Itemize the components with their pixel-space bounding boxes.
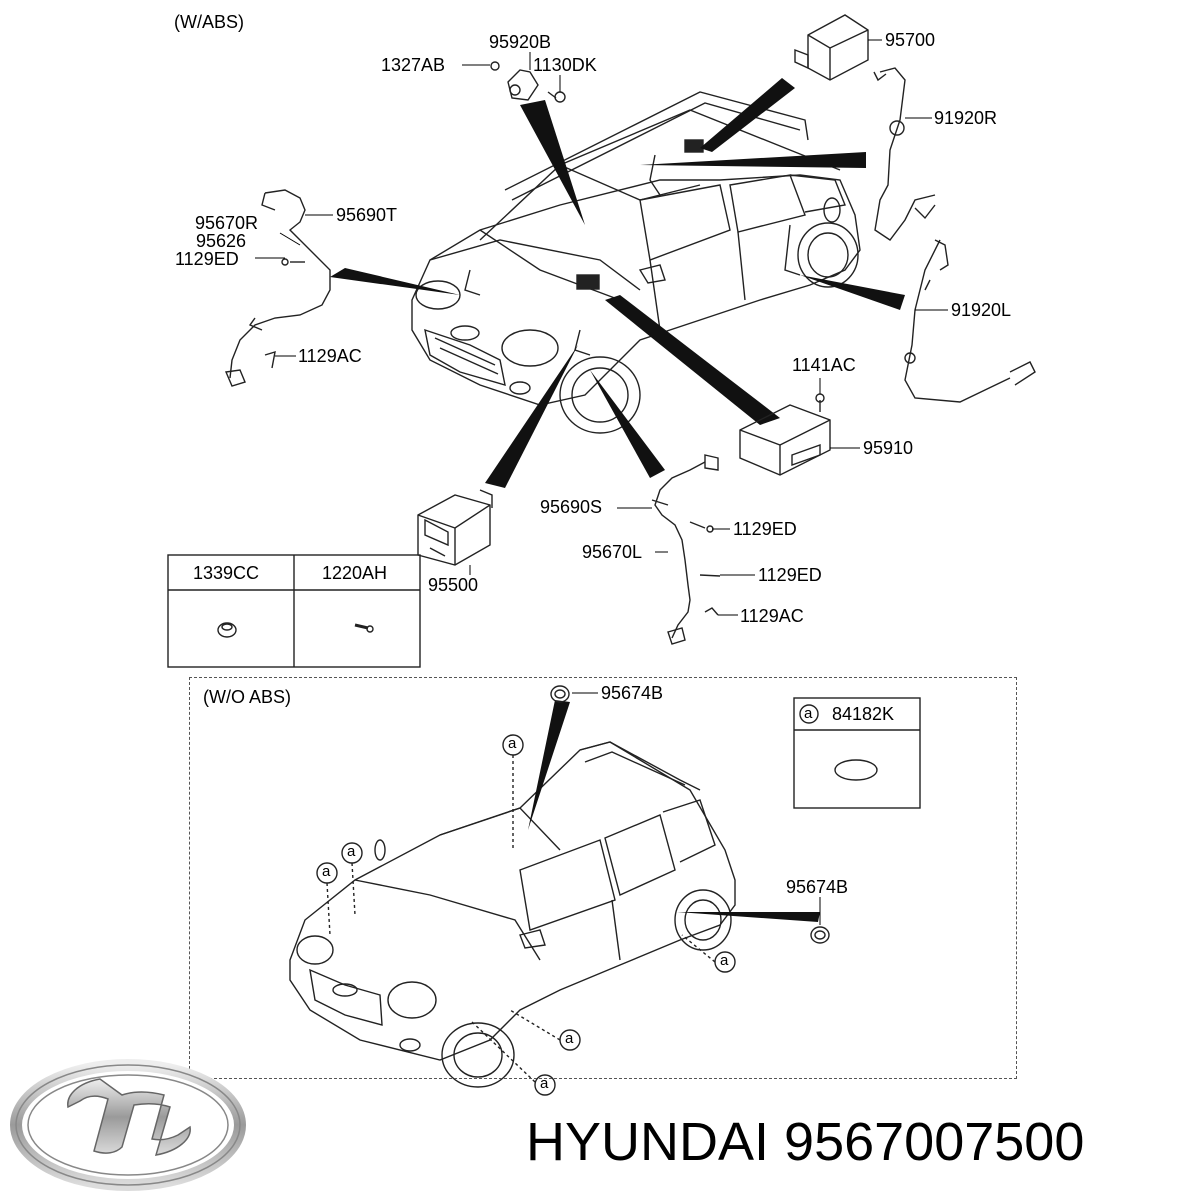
label-91920R: 91920R <box>934 108 998 128</box>
part-95500 <box>417 489 493 566</box>
callouts-a <box>316 734 736 1096</box>
car-top <box>411 91 861 434</box>
brand-title: HYUNDAI 9567007500 <box>526 1110 1084 1174</box>
callout-a-2: a <box>347 843 356 860</box>
label-95700: 95700 <box>885 30 936 50</box>
label-91920L: 91920L <box>951 300 1012 320</box>
part-number: 9567007500 <box>784 1112 1085 1172</box>
without-abs-section <box>189 677 1017 1079</box>
label-1129ED-right-2: 1129ED <box>758 565 822 585</box>
part-95700 <box>794 14 869 81</box>
label-1130DK: 1130DK <box>533 55 597 75</box>
label-1129ED-right-1: 1129ED <box>733 519 797 539</box>
label-95626: 95626 <box>196 231 247 251</box>
label-95690T: 95690T <box>336 205 398 225</box>
parts-table-lines <box>167 554 421 668</box>
section-title-with-abs: (W/ABS) <box>174 12 244 32</box>
label-95920B: 95920B <box>489 32 552 52</box>
label-95674B-top: 95674B <box>601 683 664 703</box>
part-95670L <box>651 454 721 645</box>
hyundai-logo-icon <box>10 1059 246 1191</box>
label-1141AC: 1141AC <box>792 355 856 375</box>
label-95910: 95910 <box>863 438 914 458</box>
part-95920B <box>490 61 566 103</box>
part-95670R <box>224 189 331 387</box>
callout-a-6: a <box>540 1075 549 1092</box>
label-95674B-side: 95674B <box>786 877 849 897</box>
part-91920L <box>904 239 1036 403</box>
callout-a-1: a <box>508 735 517 752</box>
callout-a-4: a <box>720 952 729 969</box>
label-1129AC-left: 1129AC <box>298 346 362 366</box>
part-91920R <box>873 67 936 241</box>
table-header-1339CC: 1339CC <box>193 563 260 583</box>
label-95670L: 95670L <box>582 542 643 562</box>
label-95500: 95500 <box>428 575 479 595</box>
label-95670R: 95670R <box>195 213 259 233</box>
legend-box-lines <box>793 697 921 809</box>
brand-name: HYUNDAI <box>526 1112 770 1172</box>
legend-marker: a <box>804 705 813 722</box>
label-1327AB: 1327AB <box>381 55 446 75</box>
plug-95674B <box>550 685 830 944</box>
label-1129ED-left: 1129ED <box>175 249 239 269</box>
callout-a-5: a <box>565 1030 574 1047</box>
label-1129AC-right: 1129AC <box>740 606 804 626</box>
label-95690S: 95690S <box>540 497 603 517</box>
callout-a-3: a <box>322 863 331 880</box>
table-header-1220AH: 1220AH <box>322 563 388 583</box>
section-title-without-abs: (W/O ABS) <box>203 687 292 707</box>
legend-part-84182K: 84182K <box>832 704 895 724</box>
